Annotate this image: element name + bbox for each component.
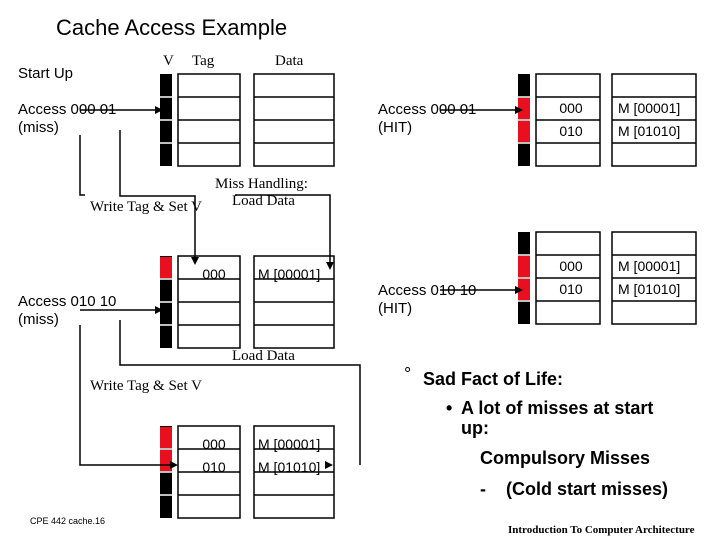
load-data-label-2: Load Data (232, 348, 295, 364)
arrow-head-7 (515, 286, 523, 294)
note-cold-start: (Cold start misses) (506, 479, 669, 499)
t5-data-1: M [01010] (618, 281, 681, 297)
arrow-heads (155, 106, 523, 469)
arrow-head-6 (515, 106, 523, 114)
t3-valid-bit-0 (160, 427, 172, 448)
t3-tag-1: 010 (202, 459, 226, 475)
wire-miss2-down (79, 325, 170, 466)
write-tag-label-2: Write Tag & Set V (90, 378, 202, 394)
arrow-head-5 (170, 461, 178, 469)
wire-miss2-to-load (119, 320, 361, 465)
cache-tables (160, 73, 697, 519)
access-2-label: Access 010 10 (miss) (18, 293, 117, 328)
access-3-label: Access 000 01 (HIT) (378, 101, 477, 136)
t4-tag-1: 010 (559, 123, 583, 139)
footer-left: CPE 442 cache.16 (30, 516, 106, 526)
t5-tag-1: 010 (559, 281, 583, 297)
t4-data-0: M [00001] (618, 100, 681, 116)
t5-tag-0: 000 (559, 258, 583, 274)
t3-tag-0: 000 (202, 436, 226, 452)
note-heading: Sad Fact of Life: (423, 369, 564, 389)
t2-data-0: M [00001] (258, 266, 321, 282)
col-v-header: V (163, 53, 174, 69)
t2-valid-bit-0 (160, 257, 172, 278)
col-tag-header: Tag (192, 53, 215, 69)
wire-miss1-to-write (119, 130, 196, 257)
note-bullet-1-line-1: A lot of misses at start (461, 398, 654, 418)
wire-miss1-to-load (79, 135, 85, 196)
access-1-label: Access 000 01 (miss) (18, 101, 117, 136)
access-4-label: Access 010 10 (HIT) (378, 282, 477, 317)
t5-valid-bit-1 (518, 256, 530, 277)
t4-valid-bit-2 (518, 121, 530, 142)
t4-data-1: M [01010] (618, 123, 681, 139)
arrow-head-3 (326, 262, 334, 270)
arrow-head-8 (325, 461, 333, 469)
t4-valid-bit-1 (518, 98, 530, 119)
col-data-header: Data (275, 53, 304, 69)
arrow-head-2 (191, 257, 199, 265)
t3-data-1: M [01010] (258, 459, 321, 475)
note-bullet-icon: • (446, 398, 453, 418)
page-title: Cache Access Example (56, 15, 288, 40)
note-dash: - (480, 479, 486, 499)
degree-bullet: ° (404, 364, 412, 384)
start-up-label: Start Up (18, 65, 74, 82)
t2-tag-0: 000 (202, 266, 226, 282)
arrow-head-1 (155, 106, 163, 114)
connector-lines (79, 109, 515, 466)
note-bullet-1-line-2: up: (461, 418, 489, 438)
t5-valid-bit-2 (518, 279, 530, 300)
miss-handling-label: Miss Handling: (215, 176, 308, 192)
footer-right: Introduction To Computer Architecture (508, 524, 695, 536)
t3-data-0: M [00001] (258, 436, 321, 452)
write-tag-label-1: Write Tag & Set V (90, 199, 202, 215)
wire-load1 (235, 194, 331, 262)
t4-tag-0: 000 (559, 100, 583, 116)
note-compulsory: Compulsory Misses (480, 448, 651, 468)
load-data-label-1: Load Data (232, 193, 295, 209)
t5-data-0: M [00001] (618, 258, 681, 274)
arrow-head-4 (155, 306, 163, 314)
